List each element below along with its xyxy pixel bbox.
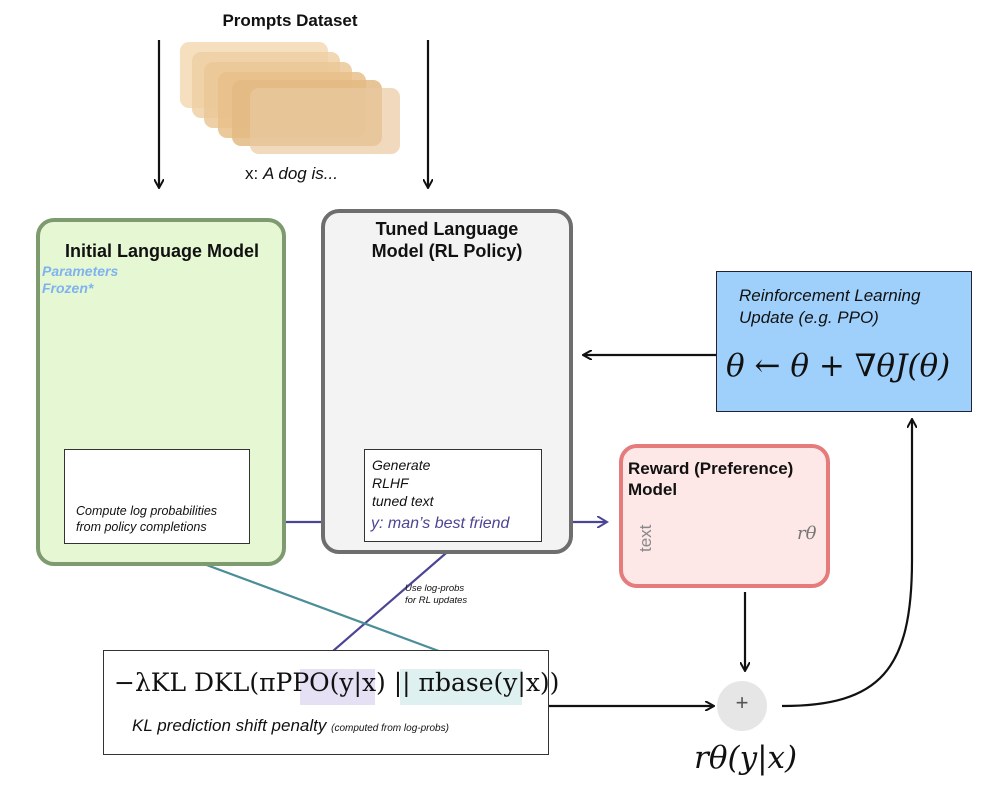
kl-formula: −λKL DKL(πPPO(y|x) || πbase(y|x)): [114, 668, 560, 697]
logprob-note: Use log-probs for RL updates: [405, 583, 467, 607]
logprob-note-line1: Use log-probs: [405, 583, 465, 594]
tuned-lm-title-line1: Tuned Language: [375, 219, 519, 239]
rl-update-title-line2: Update (e.g. PPO): [739, 308, 879, 327]
reward-output-label: rθ: [797, 523, 817, 544]
logprob-box: [64, 449, 250, 544]
reward-model-title: Reward (Preference) Model: [628, 458, 793, 500]
kl-caption-small: (computed from log-probs): [331, 723, 449, 734]
reward-model-panel: [619, 444, 830, 588]
kl-caption: KL prediction shift penalty (computed fr…: [132, 716, 449, 736]
rl-update-title: Reinforcement Learning Update (e.g. PPO): [739, 285, 920, 329]
prompt-example: x: A dog is...: [245, 164, 338, 184]
prompt-example-label: x:: [245, 164, 263, 183]
generate-caption: Generate RLHF tuned text: [372, 456, 434, 510]
tuned-lm-title-line2: Model (RL Policy): [371, 241, 523, 261]
frozen-note: Parameters Frozen*: [42, 263, 118, 297]
sum-symbol: +: [735, 690, 749, 715]
frozen-note-line2: Frozen*: [42, 280, 94, 296]
tuned-lm-title: Tuned Language Model (RL Policy): [330, 218, 564, 262]
rl-update-title-line1: Reinforcement Learning: [739, 286, 921, 305]
kl-caption-main: KL prediction shift penalty: [132, 716, 327, 735]
kl-policy-highlight: [300, 669, 375, 705]
reward-input-label: text: [636, 524, 655, 552]
prompt-example-text: A dog is...: [262, 164, 338, 183]
initial-lm-title: Initial Language Model: [64, 241, 259, 261]
reward-title-line2: Model: [628, 480, 678, 499]
generate-line1: Generate: [372, 457, 431, 473]
prompts-dataset-title: Prompts Dataset: [222, 11, 358, 30]
rl-update-equation: θ ← θ + ∇θJ(θ): [726, 348, 951, 384]
reward-title-line1: Reward (Preference): [628, 459, 794, 478]
logprob-note-line2: for RL updates: [405, 595, 468, 606]
logprob-caption-line2: from policy completions: [76, 520, 207, 534]
arrow-policy-to-kl: [318, 540, 461, 664]
rl-update-panel: [716, 271, 972, 412]
prompts-dataset-stack: [180, 42, 400, 154]
policy-output-text: y: man’s best friend: [369, 515, 512, 533]
sum-node: [717, 681, 767, 731]
frozen-note-line1: Parameters: [42, 263, 119, 279]
reward-output-equation: rθ(y|x): [694, 740, 798, 776]
generate-line3: tuned text: [372, 493, 434, 509]
kl-base-highlight: [400, 669, 522, 705]
logprob-caption: Compute log probabilities from policy co…: [76, 503, 217, 535]
logprob-caption-line1: Compute log probabilities: [76, 504, 218, 518]
generate-line2: RLHF: [372, 475, 409, 491]
arrow-sum-to-rl: [781, 420, 912, 708]
